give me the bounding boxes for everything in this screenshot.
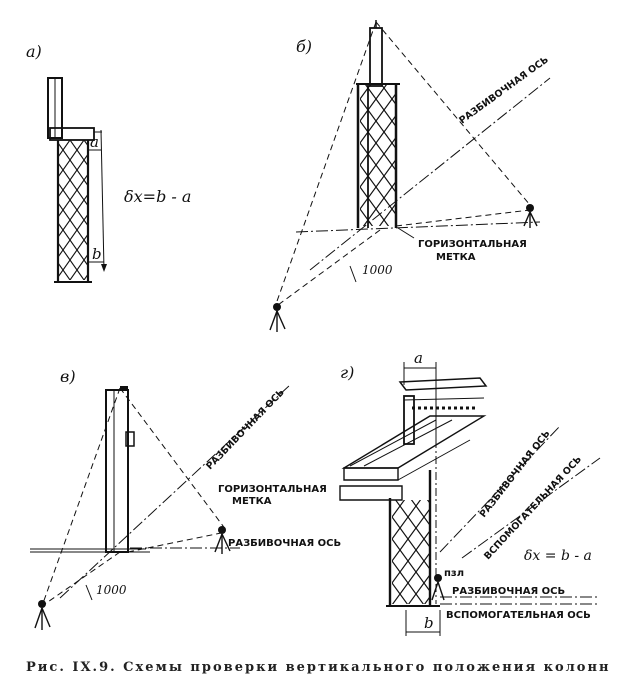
panel-b-label: б) (296, 37, 312, 56)
sight-line-left-bottom (277, 229, 381, 306)
distance-label: 1000 (362, 263, 393, 277)
auxiliary-axis (461, 457, 601, 559)
figure-caption: Рис. IX.9. Схемы проверки вертикального … (26, 660, 611, 675)
distance-tick (349, 265, 357, 283)
mark-label-line2: МЕТКА (436, 252, 476, 263)
plumb-bob (101, 264, 107, 272)
solid-column (105, 389, 129, 553)
axis-label-ground: РАЗБИВОЧНАЯ ОСЬ (228, 538, 341, 549)
column-cap (120, 386, 128, 390)
dim-b-label: b (92, 245, 102, 263)
setting-out-axis (309, 77, 551, 271)
girder-bottom-flange (339, 485, 403, 501)
theodolite-left-icon (34, 600, 51, 630)
mark-leader (397, 227, 415, 239)
axis-label: РАЗБИВОЧНАЯ ОСЬ (457, 54, 550, 126)
girder-line-1 (349, 419, 437, 467)
theodolite-icon (431, 574, 445, 601)
panel-v: в) РАЗБИВОЧНАЯ ОСЬ ГОРИЗОНТАЛЬНАЯ МЕТКА … (30, 367, 341, 630)
theodolite-right-icon (214, 526, 231, 554)
sight-line-right-bottom (127, 531, 227, 553)
upper-column (403, 395, 415, 445)
panel-a: а) a b δx=b - a (26, 42, 191, 283)
formula-g: δx = b - a (524, 548, 592, 564)
mark-label-line2: МЕТКА (232, 496, 272, 507)
console (125, 431, 135, 447)
setting-out-axis (59, 384, 291, 599)
panel-a-label: а) (26, 42, 42, 61)
panel-g-label: г) (340, 363, 354, 382)
mark-label-line1: ГОРИЗОНТАЛЬНАЯ (418, 239, 527, 250)
ground-axis-label: РАЗБИВОЧНАЯ ОСЬ (452, 586, 565, 597)
girder-line-2 (363, 419, 453, 467)
sight-line-right-bottom (395, 209, 531, 227)
dim-b-label: b (424, 614, 434, 632)
lattice-column-bracing (360, 84, 396, 226)
sight-line-left-bottom (41, 551, 121, 607)
beam-top-flange (398, 377, 488, 391)
dim-a-label: a (90, 133, 99, 151)
panel-v-label: в) (60, 367, 76, 386)
plumb-line (100, 129, 105, 271)
girder-edge (397, 439, 471, 481)
theodolite-right-icon (523, 204, 538, 228)
axis-label-top: РАЗБИВОЧНАЯ ОСЬ (204, 387, 287, 472)
sight-line-left-top (41, 387, 121, 607)
panel-b: б) РАЗБИВОЧНАЯ ОСЬ ГОРИЗОНТАЛЬНАЯ МЕТКА … (269, 20, 551, 332)
beam-top-web (403, 397, 485, 401)
distance-tick (85, 584, 93, 601)
panel-g: г) a пзл b (339, 349, 601, 636)
formula-a: δx=b - a (124, 187, 191, 206)
marker-label: пзл (444, 568, 464, 579)
theodolite-left-icon (269, 303, 286, 332)
crane-girder-front (343, 467, 399, 481)
ground-axis (295, 221, 541, 233)
dim-a-label: a (414, 349, 423, 367)
lattice-column-bracing (58, 140, 88, 280)
sight-line-right-top (375, 21, 531, 206)
aux-axis-label: ВСПОМОГАТЕЛЬНАЯ ОСЬ (482, 454, 584, 562)
ground-aux-label: ВСПОМОГАТЕЛЬНАЯ ОСЬ (446, 610, 591, 621)
distance-label: 1000 (96, 583, 127, 597)
upper-column (369, 27, 383, 87)
mark-label-line1: ГОРИЗОНТАЛЬНАЯ (218, 484, 327, 495)
setting-out-axis (439, 425, 561, 553)
lattice-column-bracing (392, 500, 430, 604)
